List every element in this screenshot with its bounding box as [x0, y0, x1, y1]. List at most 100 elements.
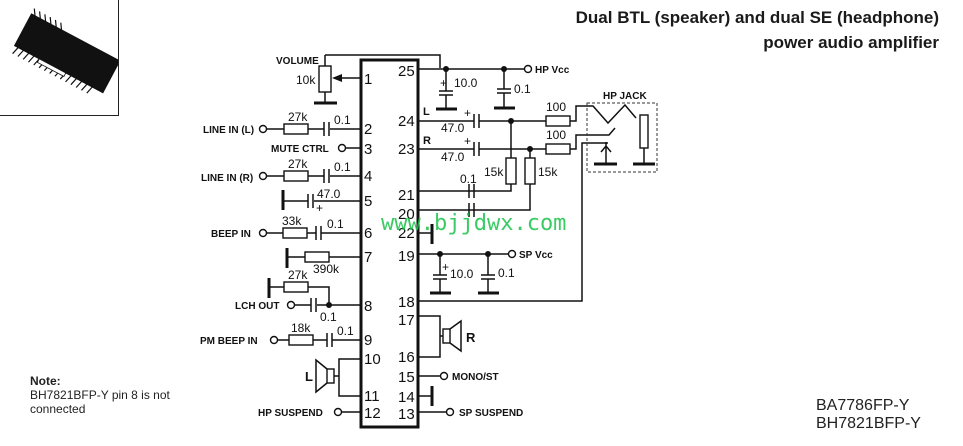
capacitor-sp-vcc-01	[481, 254, 495, 293]
capacitor-pin5	[307, 194, 314, 208]
pin-5: 5	[364, 193, 372, 210]
capacitor-sp-vcc-10	[433, 254, 447, 293]
r-lch-value: 27k	[288, 268, 308, 282]
watermark: www.bjjdwx.com	[381, 211, 566, 236]
svg-text:+: +	[440, 76, 447, 90]
capacitor-out-r	[473, 142, 480, 156]
svg-text:+: +	[464, 134, 471, 148]
hp-suspend-terminal[interactable]	[333, 407, 343, 417]
pin-13: 13	[398, 406, 415, 423]
sp-vcc-terminal[interactable]	[507, 249, 517, 259]
pin-7: 7	[364, 249, 372, 266]
mute-ctrl-terminal[interactable]	[337, 143, 347, 153]
part-numbers: BA7786FP-Y BH7821BFP-Y	[816, 397, 921, 433]
pin-11: 11	[364, 388, 380, 405]
channel-l-label: L	[423, 106, 430, 118]
part-number-2: BH7821BFP-Y	[816, 415, 921, 432]
line-in-r-terminal[interactable]	[258, 171, 268, 181]
capacitor-line-r	[323, 169, 330, 183]
resistor-33k	[282, 227, 308, 239]
svg-text:+: +	[442, 260, 449, 274]
pin-21: 21	[398, 187, 415, 204]
mono-st-terminal[interactable]	[439, 371, 449, 381]
pin-18: 18	[398, 294, 415, 311]
svg-text:+: +	[464, 106, 471, 120]
pin-2: 2	[364, 121, 372, 138]
c-out-l-value: 47.0	[441, 121, 465, 135]
volume-potentiometer	[318, 65, 332, 93]
hp-suspend-label: HP SUSPEND	[258, 408, 323, 419]
resistor-100-r	[545, 143, 571, 155]
resistor-390k	[304, 251, 330, 263]
line-in-l-label: LINE IN (L)	[203, 125, 254, 136]
speaker-r-icon	[440, 319, 462, 353]
resistor-15k-1	[505, 157, 517, 185]
r-pm-beep-value: 18k	[291, 321, 311, 335]
pin-8: 8	[364, 298, 372, 315]
beep-in-label: BEEP IN	[211, 229, 251, 240]
line-in-l-terminal[interactable]	[258, 124, 268, 134]
volume-label: VOLUME	[276, 56, 319, 67]
ic-body	[359, 58, 420, 429]
c-sp-vcc-small-value: 0.1	[498, 266, 515, 280]
resistor-15k-2	[524, 157, 536, 185]
resistor-27k-lch	[283, 281, 309, 293]
pin-17: 17	[398, 312, 415, 329]
c-sp-vcc-big-value: 10.0	[450, 267, 474, 281]
resistor-27k-l	[283, 123, 309, 135]
hp-vcc-terminal[interactable]	[523, 64, 533, 74]
volume-wire	[325, 54, 441, 68]
r-hp-l-value: 100	[546, 100, 566, 114]
resistor-100-l	[545, 115, 571, 127]
pm-beep-in-label: PM BEEP IN	[200, 336, 258, 347]
package-image-frame	[0, 0, 121, 116]
pin-10: 10	[364, 351, 381, 368]
sp-suspend-terminal[interactable]	[445, 407, 455, 417]
pin-1: 1	[364, 71, 372, 88]
capacitor-out-l	[473, 114, 480, 128]
ic-package-icon	[12, 8, 121, 94]
pm-beep-in-terminal[interactable]	[269, 335, 279, 345]
c-21-20-value: 0.1	[460, 172, 477, 186]
hp-jack-frame	[586, 102, 658, 173]
capacitor-lch	[310, 298, 317, 312]
resistor-27k-r	[283, 170, 309, 182]
r-fb-1-value: 15k	[484, 165, 504, 179]
capacitor-pm-beep	[326, 333, 333, 347]
pin-3: 3	[364, 141, 372, 158]
hp-jack-icon	[594, 114, 655, 166]
r-fb-2-value: 15k	[538, 165, 558, 179]
title-line-2: power audio amplifier	[763, 33, 939, 52]
title-line-1: Dual BTL (speaker) and dual SE (headphon…	[575, 8, 939, 27]
r-line-l-value: 27k	[288, 110, 308, 124]
note-line-1: BH7821BFP-Y pin 8 is not	[30, 388, 170, 402]
c-out-r-value: 47.0	[441, 150, 465, 164]
speaker-l-label: L	[305, 369, 313, 384]
c-lch-value: 0.1	[320, 310, 337, 324]
c-line-l-value: 0.1	[334, 113, 351, 127]
r-line-r-value: 27k	[288, 157, 308, 171]
c-line-r-value: 0.1	[334, 160, 351, 174]
r-beep-value: 33k	[282, 214, 302, 228]
note-block: Note: BH7821BFP-Y pin 8 is not connected	[30, 374, 170, 416]
lch-out-label: LCH OUT	[235, 301, 279, 312]
pin-6: 6	[364, 225, 372, 242]
pin-24: 24	[398, 113, 415, 130]
capacitor-hp-vcc-01	[497, 69, 511, 108]
channel-r-label: R	[423, 135, 431, 147]
pin-19: 19	[398, 248, 415, 265]
mono-st-label: MONO/ST	[452, 372, 499, 383]
pin-4: 4	[364, 168, 372, 185]
pin-22: 22	[398, 225, 415, 242]
beep-in-terminal[interactable]	[258, 228, 268, 238]
wiper-arrow	[332, 74, 342, 82]
lch-out-terminal[interactable]	[286, 300, 296, 310]
resistor-18k	[288, 334, 314, 346]
capacitor-21-20	[468, 184, 475, 217]
note-heading: Note:	[30, 374, 61, 388]
pin-16: 16	[398, 349, 415, 366]
part-number-1: BA7786FP-Y	[816, 397, 910, 414]
note-line-2: connected	[30, 402, 86, 416]
r-hp-r-value: 100	[546, 128, 566, 142]
